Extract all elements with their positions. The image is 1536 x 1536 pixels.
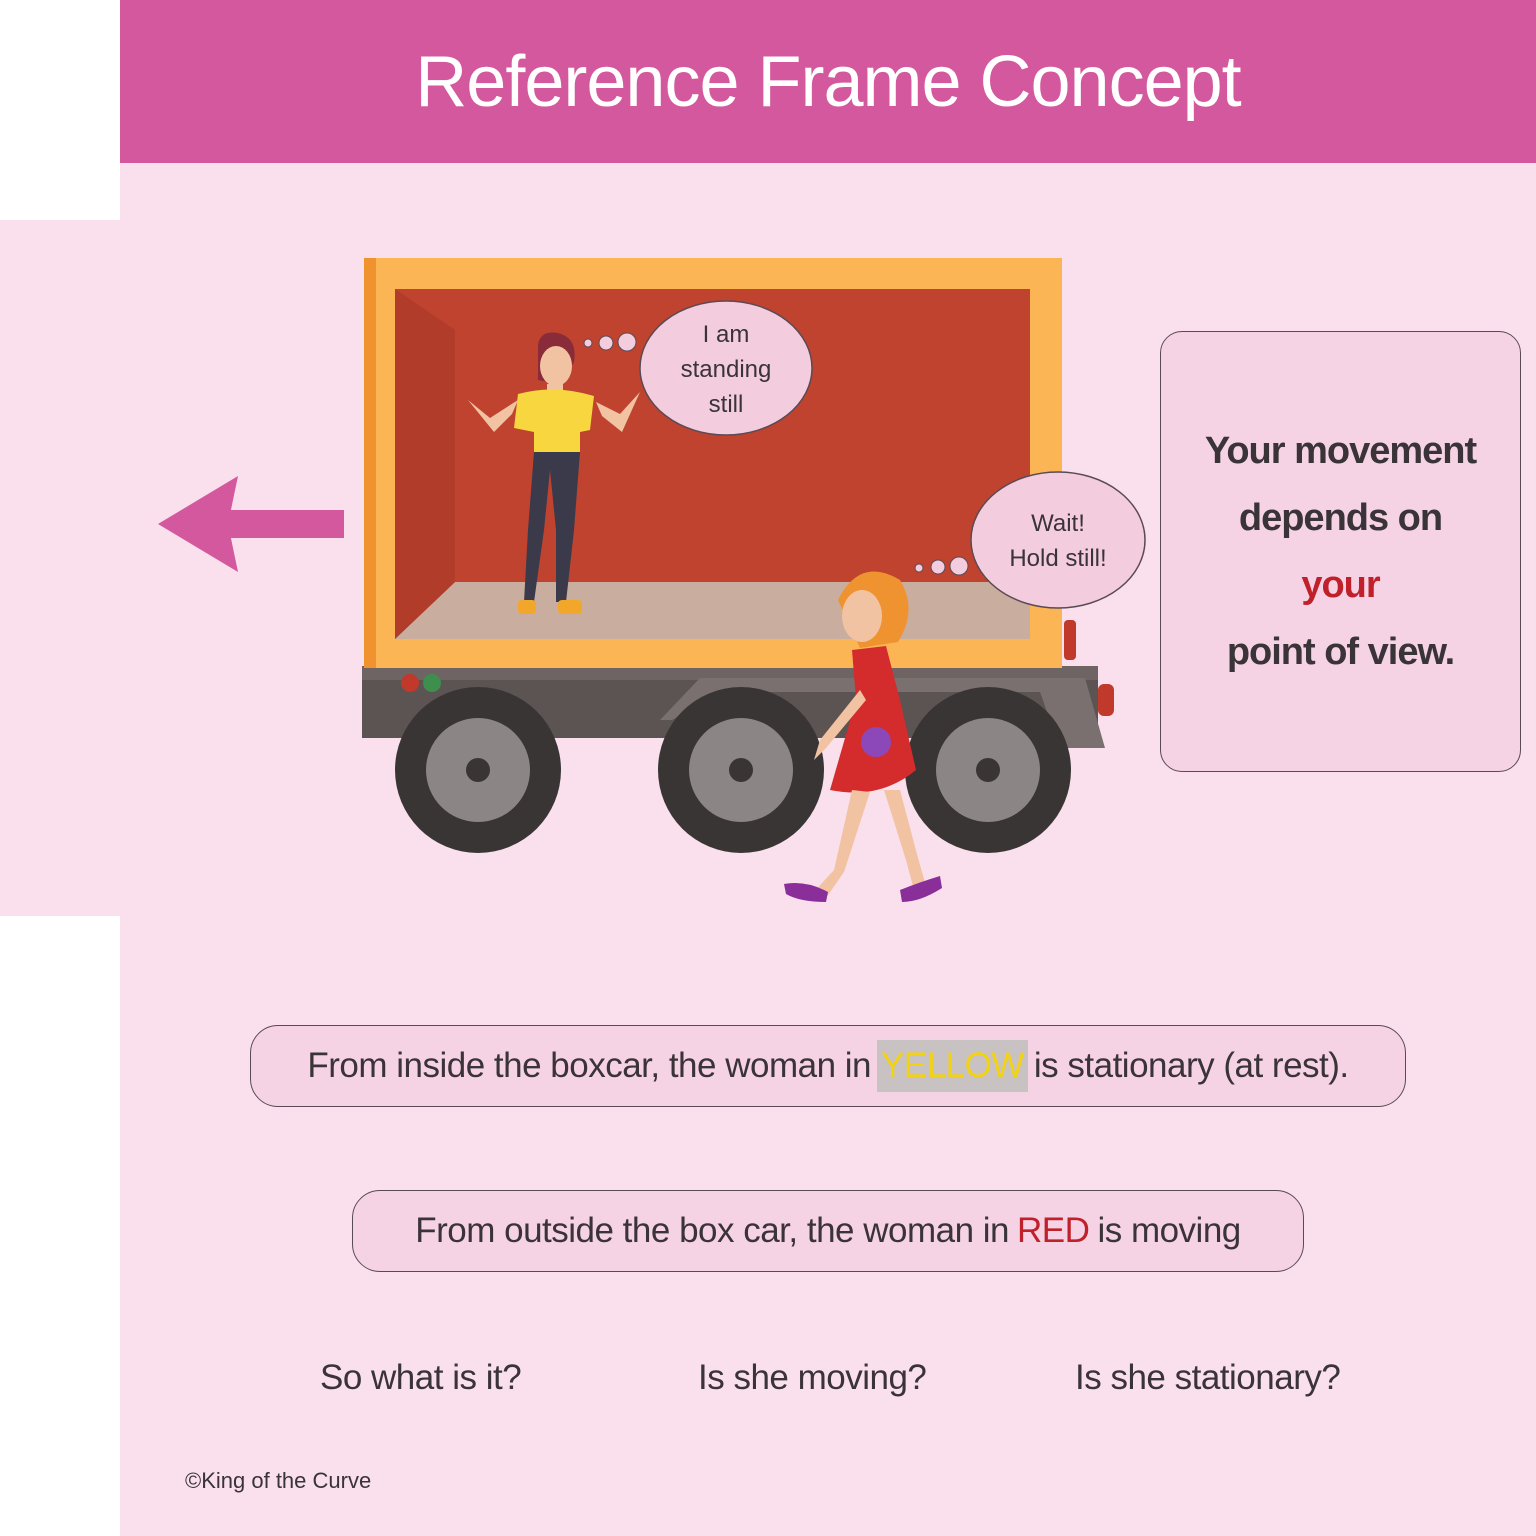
- info-line-2: depends on: [1238, 496, 1443, 539]
- info-box: Your movement depends on your point of v…: [1160, 331, 1521, 772]
- wheel-front: [395, 687, 561, 853]
- boxcar-scene: I am standing still Wait! Hold still!: [158, 258, 1146, 902]
- thought-bubble-yellow: I am standing still: [583, 300, 813, 436]
- info-line-1: Your movement: [1204, 429, 1477, 472]
- statement-outside-after: is moving: [1097, 1211, 1241, 1250]
- highlight-red: RED: [1017, 1211, 1090, 1250]
- bubble-yellow-line1: I am: [703, 321, 750, 348]
- statement-inside-before: From inside the boxcar, the woman in: [307, 1046, 871, 1085]
- bubble-yellow-line3: still: [709, 391, 744, 418]
- statement-outside: From outside the box car, the woman in R…: [352, 1190, 1304, 1272]
- thought-bubble-red: Wait! Hold still!: [914, 471, 1146, 609]
- statement-inside: From inside the boxcar, the woman in YEL…: [250, 1025, 1406, 1107]
- bubble-red-line2: Hold still!: [1009, 545, 1106, 572]
- question-3: Is she stationary?: [1075, 1358, 1341, 1397]
- page-title: Reference Frame Concept: [415, 41, 1241, 122]
- copyright: ©King of the Curve: [185, 1468, 372, 1493]
- question-1: So what is it?: [320, 1358, 522, 1397]
- header-banner: Reference Frame Concept: [120, 0, 1536, 163]
- info-line-4: point of view.: [1226, 630, 1455, 673]
- statement-outside-before: From outside the box car, the woman in: [415, 1211, 1010, 1250]
- background-left-panel: [0, 220, 365, 916]
- woman-yellow-shirt: [468, 332, 640, 614]
- wheel-middle: [658, 687, 824, 853]
- left-arrow-icon: [158, 476, 344, 572]
- bubble-yellow-line2: standing: [681, 356, 772, 383]
- statement-inside-after: is stationary (at rest).: [1033, 1046, 1349, 1085]
- highlight-yellow: YELLOW: [877, 1040, 1028, 1092]
- wheel-rear: [905, 687, 1071, 853]
- woman-red-dress: [784, 571, 942, 902]
- question-2: Is she moving?: [698, 1358, 927, 1397]
- info-line-3: your: [1301, 563, 1380, 606]
- bubble-red-line1: Wait!: [1031, 510, 1085, 537]
